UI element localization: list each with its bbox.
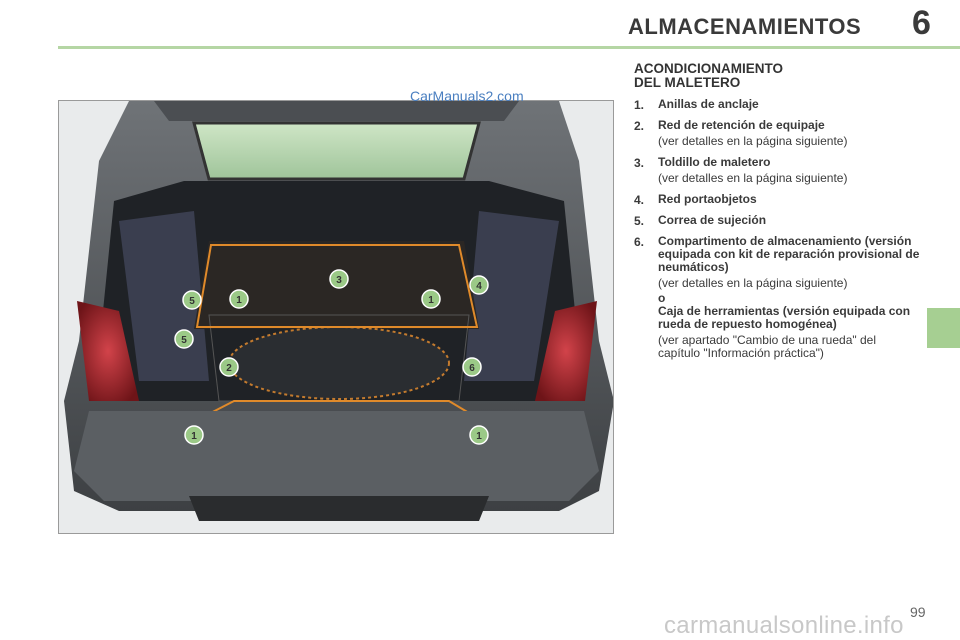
legend-note: (ver detalles en la página siguiente) — [658, 134, 848, 148]
callout-4: 4 — [469, 275, 489, 295]
legend-number: 3. — [634, 156, 645, 170]
legend-number: 2. — [634, 119, 645, 133]
cargo-net — [208, 314, 470, 402]
callout-layer: 1 1 1 1 2 3 4 5 5 6 — [174, 269, 489, 445]
chapter-tab — [927, 308, 960, 348]
legend-list: 1. Anillas de anclaje 2. Red de retenció… — [634, 98, 924, 368]
legend-conjunction: o — [658, 291, 666, 305]
callout-label: 6 — [469, 363, 475, 374]
legend-label: Anillas de anclaje — [658, 97, 759, 111]
legend-number: 5. — [634, 214, 645, 228]
callout-label: 5 — [189, 296, 195, 307]
callout-1-c: 1 — [184, 425, 204, 445]
net-outline — [198, 400, 480, 420]
section-title-line1: ACONDICIONAMIENTO — [634, 61, 784, 76]
rear-bumper — [74, 411, 599, 501]
legend-item: 1. Anillas de anclaje — [634, 97, 924, 113]
callout-label: 1 — [236, 295, 242, 306]
legend-label: Toldillo de maletero — [658, 155, 771, 169]
chapter-title: ALMACENAMIENTOS — [628, 14, 862, 39]
callout-label: 1 — [428, 295, 434, 306]
legend-alt-note: (ver apartado "Cambio de una rueda" del … — [658, 333, 876, 360]
legend-alt-label: Caja de herramientas (versión equipada c… — [658, 304, 911, 331]
legend-number: 6. — [634, 235, 645, 249]
section-title: ACONDICIONAMIENTO DEL MALETERO — [634, 62, 854, 90]
legend-label: Red de retención de equipaje — [658, 118, 825, 132]
section-title-line2: DEL MALETERO — [634, 75, 741, 90]
header-divider — [58, 46, 960, 49]
legend-item: 5. Correa de sujeción — [634, 213, 924, 229]
left-tail-lamp — [77, 301, 139, 401]
callout-5-b: 5 — [174, 329, 194, 349]
callout-label: 1 — [191, 431, 197, 442]
callout-label: 4 — [476, 281, 482, 292]
callout-2: 2 — [219, 357, 239, 377]
legend-item: 4. Red portaobjetos — [634, 192, 924, 208]
chapter-number: 6 — [912, 4, 931, 42]
legend-note: (ver detalles en la página siguiente) — [658, 276, 848, 290]
callout-5-a: 5 — [182, 290, 202, 310]
legend-label: Correa de sujeción — [658, 213, 767, 227]
legend-item: 6. Compartimento de almacenamiento (vers… — [634, 235, 924, 360]
rear-window — [192, 121, 481, 181]
trunk-lid — [154, 101, 519, 121]
legend-label: Compartimento de almacenamiento (versión… — [658, 234, 920, 274]
legend-number: 4. — [634, 193, 645, 207]
watermark-link[interactable]: CarManuals2.com — [410, 88, 524, 104]
bumper-diffuser — [189, 496, 489, 521]
callout-label: 3 — [336, 275, 342, 286]
callout-label: 2 — [226, 363, 232, 374]
legend-number: 1. — [634, 98, 645, 112]
callout-3: 3 — [329, 269, 349, 289]
callout-1-a: 1 — [229, 289, 249, 309]
callout-label: 1 — [476, 431, 482, 442]
trunk-illustration: 1 1 1 1 2 3 4 5 5 6 — [58, 100, 614, 534]
callout-1-b: 1 — [421, 289, 441, 309]
right-side-wall — [464, 211, 559, 381]
legend-label: Red portaobjetos — [658, 192, 757, 206]
legend-note: (ver detalles en la página siguiente) — [658, 171, 848, 185]
callout-1-d: 1 — [469, 425, 489, 445]
page-number: 99 — [910, 604, 926, 620]
right-tail-lamp — [535, 301, 597, 401]
callout-label: 5 — [181, 335, 187, 346]
callout-6: 6 — [462, 357, 482, 377]
watermark-footer: carmanualsonline.info — [664, 612, 904, 639]
legend-item: 2. Red de retención de equipaje (ver det… — [634, 119, 924, 148]
legend-item: 3. Toldillo de maletero (ver detalles en… — [634, 156, 924, 185]
